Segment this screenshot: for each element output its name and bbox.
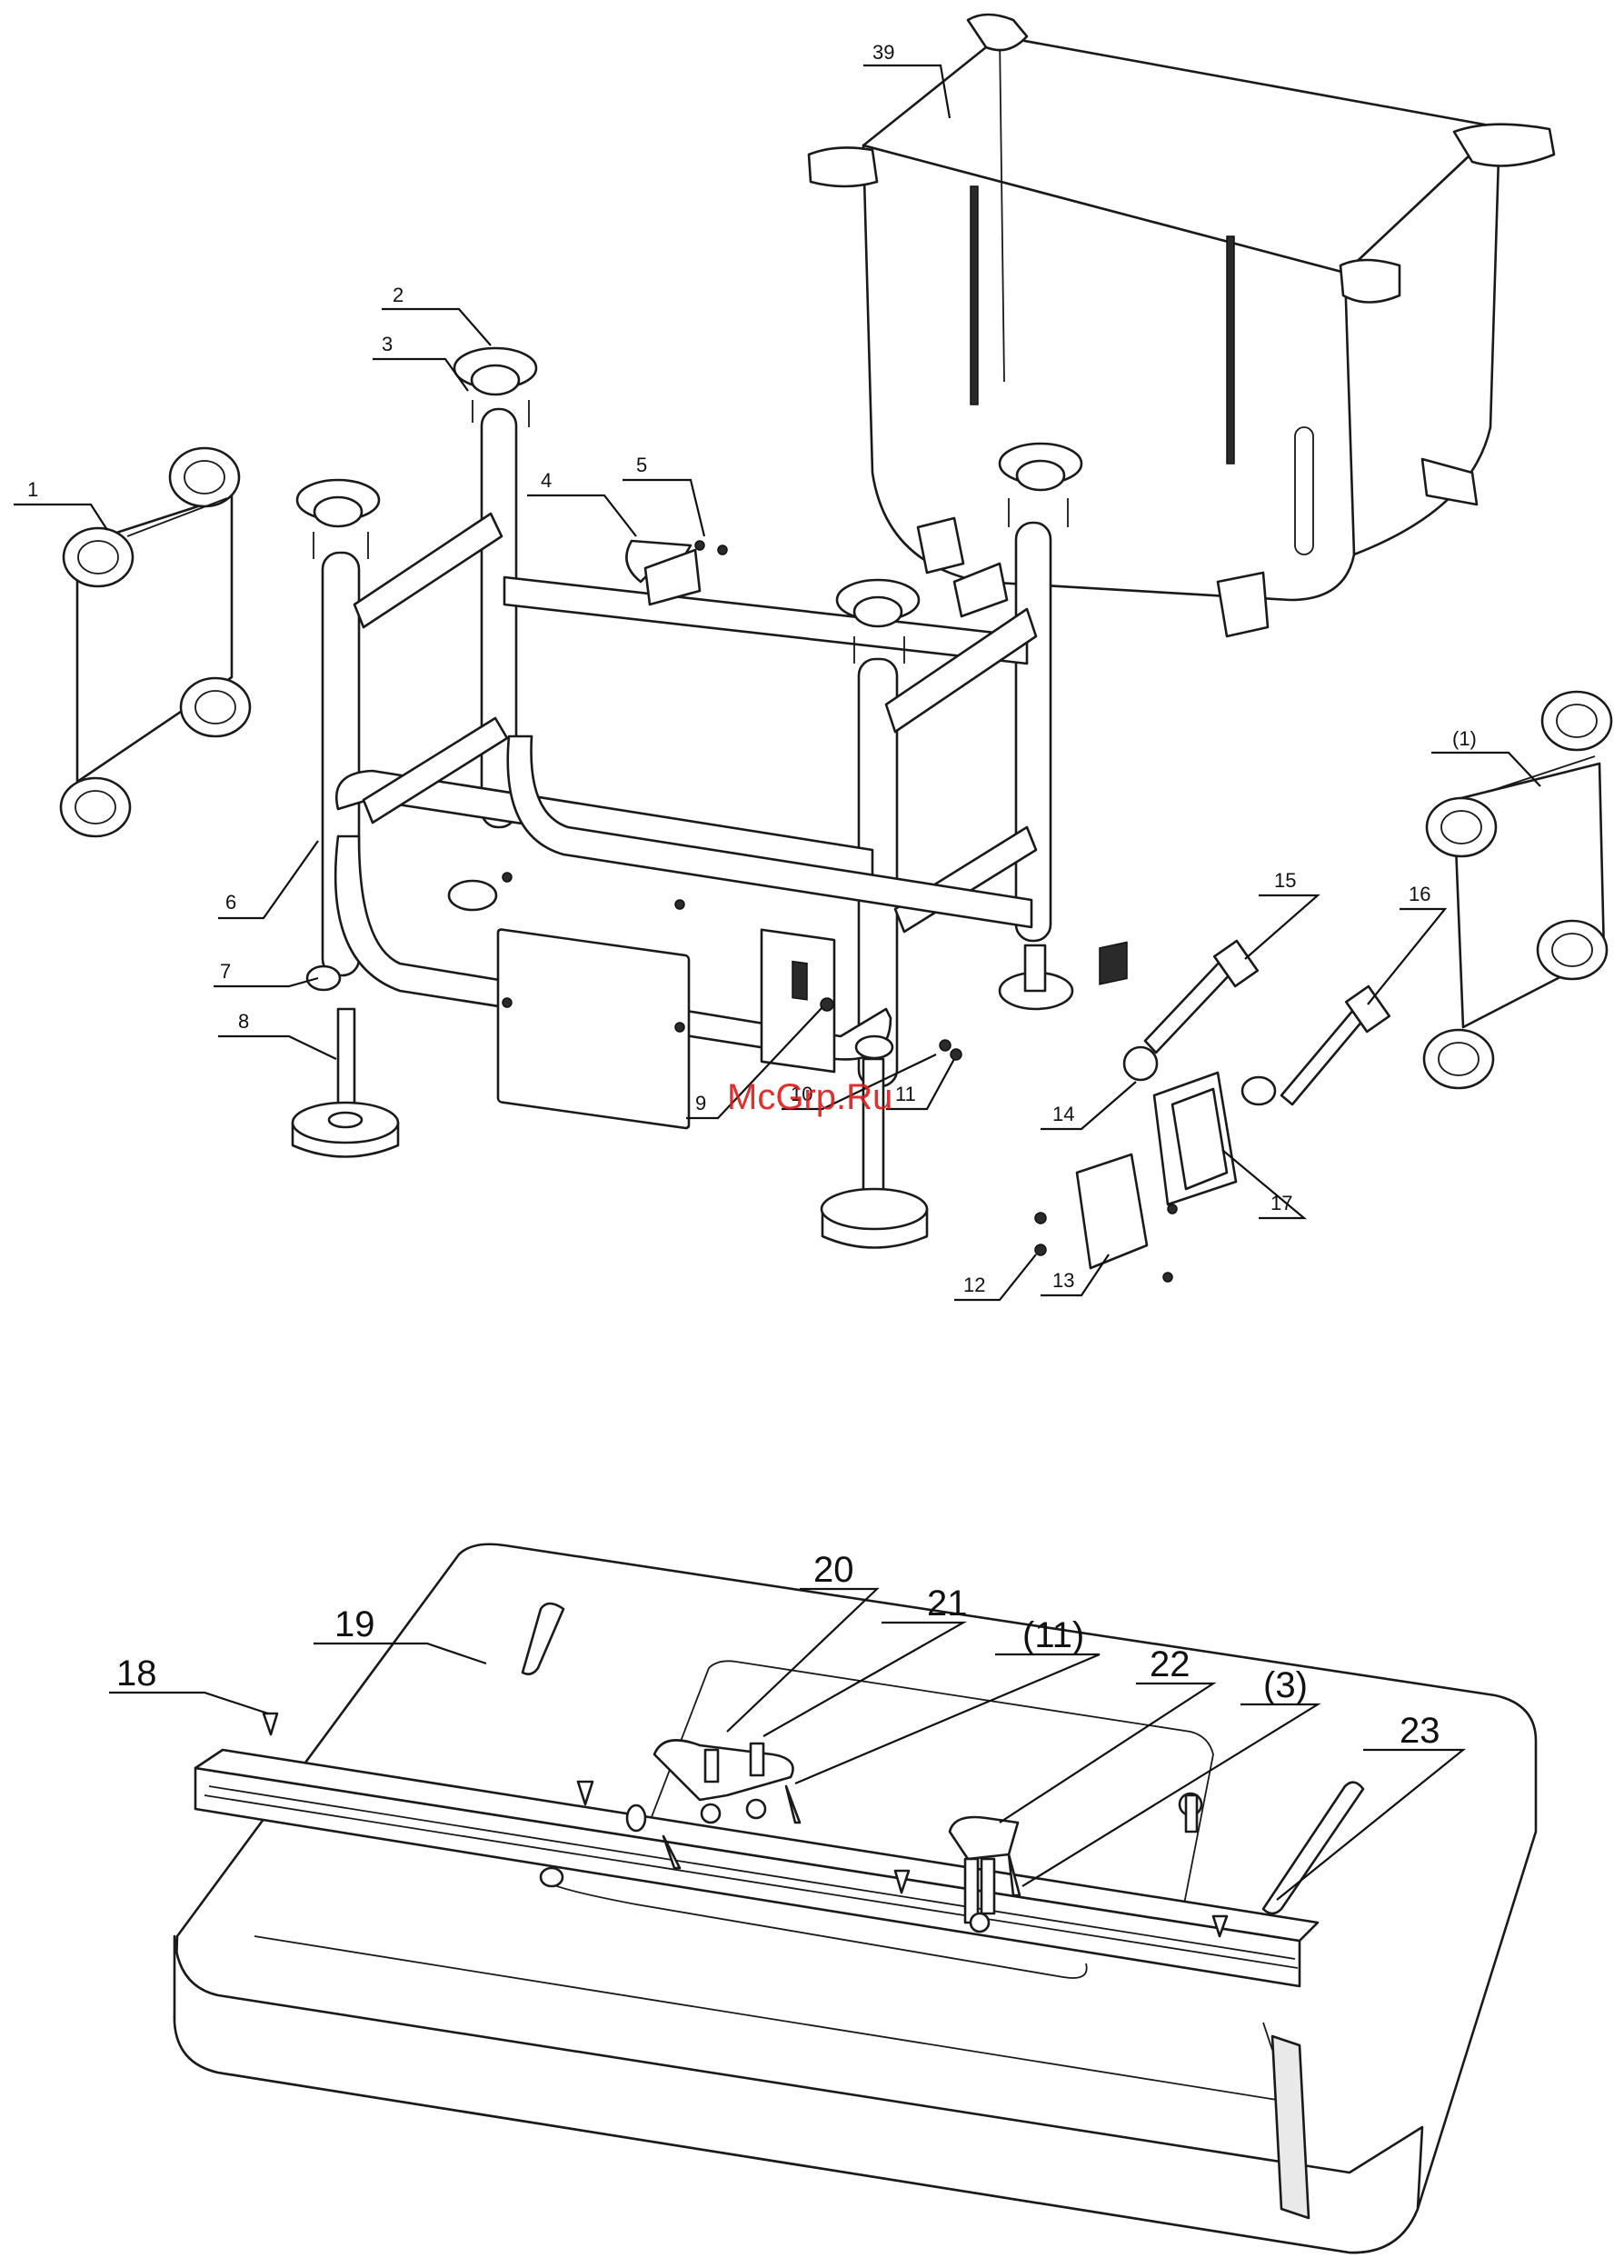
label-3-paren: (3) — [1263, 1665, 1308, 1705]
label-3: 3 — [382, 333, 393, 355]
label-4: 4 — [541, 469, 552, 492]
label-9: 9 — [695, 1092, 706, 1114]
bin-part-39 — [809, 15, 1554, 636]
side-panel-part-1-right — [1424, 692, 1611, 1088]
label-6: 6 — [225, 891, 236, 914]
label-17: 17 — [1270, 1192, 1292, 1214]
label-13: 13 — [1052, 1269, 1074, 1292]
label-19: 19 — [334, 1604, 375, 1644]
label-15: 15 — [1274, 869, 1296, 892]
watermark: McGrp.Ru — [727, 1077, 892, 1117]
label-22: 22 — [1150, 1644, 1191, 1684]
label-8: 8 — [238, 1010, 249, 1033]
label-21: 21 — [927, 1584, 968, 1624]
side-panel-part-1 — [61, 448, 250, 836]
label-16: 16 — [1409, 883, 1430, 905]
label-1: 1 — [27, 478, 38, 501]
label-23: 23 — [1400, 1711, 1440, 1751]
label-11-paren: (11) — [1022, 1615, 1084, 1655]
label-12: 12 — [963, 1274, 985, 1296]
label-1-right: (1) — [1452, 727, 1477, 750]
label-39: 39 — [872, 41, 894, 64]
label-14: 14 — [1052, 1103, 1074, 1125]
label-5: 5 — [636, 454, 647, 476]
label-18: 18 — [116, 1654, 157, 1694]
label-20: 20 — [813, 1550, 854, 1590]
label-11: 11 — [895, 1083, 916, 1105]
label-7: 7 — [220, 960, 231, 983]
label-2: 2 — [393, 284, 404, 306]
